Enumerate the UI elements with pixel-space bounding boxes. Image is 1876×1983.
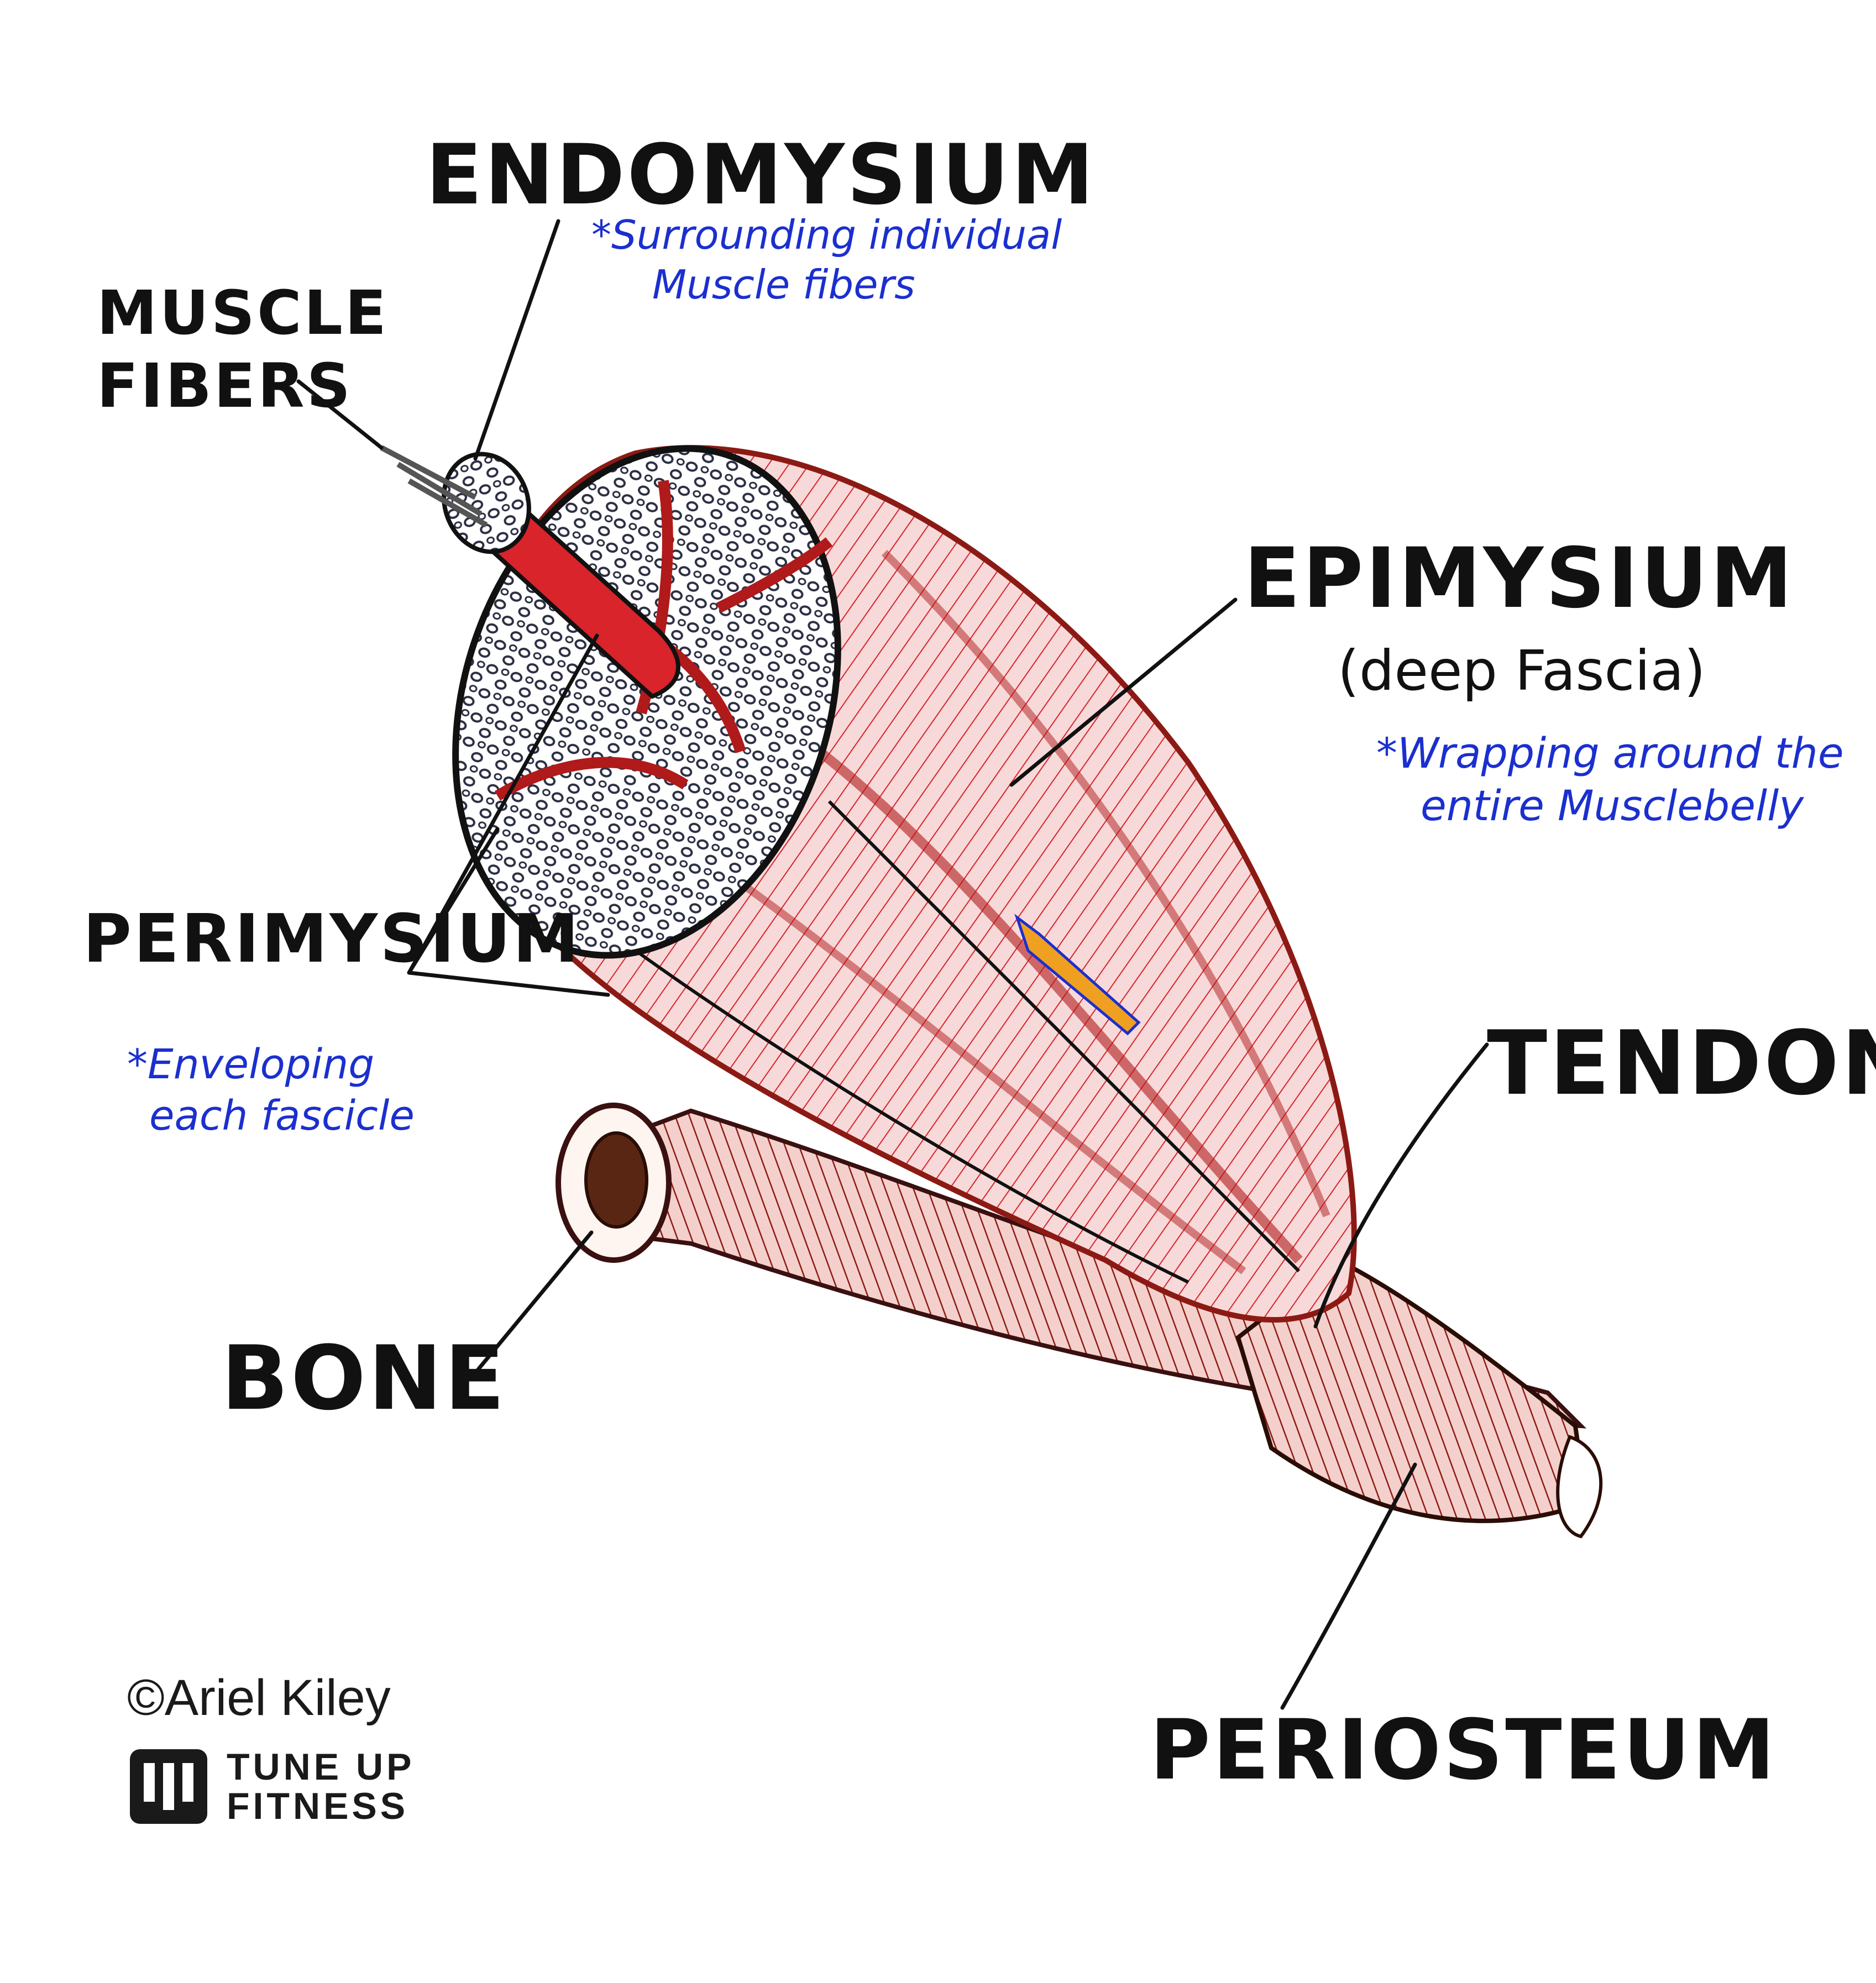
note-epimysium: *Wrapping around the entire Musclebelly xyxy=(1376,728,1844,830)
label-muscle-fibers: MUSCLE FIBERS xyxy=(97,277,389,421)
bone-marrow xyxy=(584,1131,648,1229)
leader-endomysium xyxy=(473,219,560,461)
note-endomysium: *Surrounding individual Muscle fibers xyxy=(591,212,1062,308)
leader-bone xyxy=(470,1230,594,1378)
tendon-end xyxy=(1556,1435,1603,1539)
leader-perimysium xyxy=(407,633,610,997)
label-endomysium: ENDOMYSIUM xyxy=(426,127,1096,223)
label-epimysium: EPIMYSIUM xyxy=(1244,531,1795,627)
copyright-credit: ©Ariel Kiley xyxy=(127,1670,391,1726)
note-perimysium: *Enveloping each fascicle xyxy=(127,1041,415,1140)
blood-vessel xyxy=(1014,914,1141,1036)
label-periosteum: PERIOSTEUM xyxy=(1150,1702,1778,1798)
muscle-fiber xyxy=(407,478,488,528)
label-bone: BONE xyxy=(221,1326,507,1430)
label-perimysium: PERIMYSIUM xyxy=(83,901,581,978)
brand-name: TUNE UP FITNESS xyxy=(227,1746,415,1828)
muscle-fiber xyxy=(380,445,477,500)
tune-up-fitness-logo-icon xyxy=(130,1749,207,1824)
leader-periosteum xyxy=(1280,1462,1417,1710)
label-tendon: TENDON xyxy=(1487,1011,1876,1115)
leader-muscle-fibers xyxy=(296,379,384,450)
muscle-fiber xyxy=(396,461,483,517)
fascicle-end xyxy=(442,452,531,554)
label-epimysium-subtitle: (deep Fascia) xyxy=(1338,638,1706,703)
leader-epimysium xyxy=(1009,597,1238,787)
leader-tendon xyxy=(1313,1042,1489,1329)
